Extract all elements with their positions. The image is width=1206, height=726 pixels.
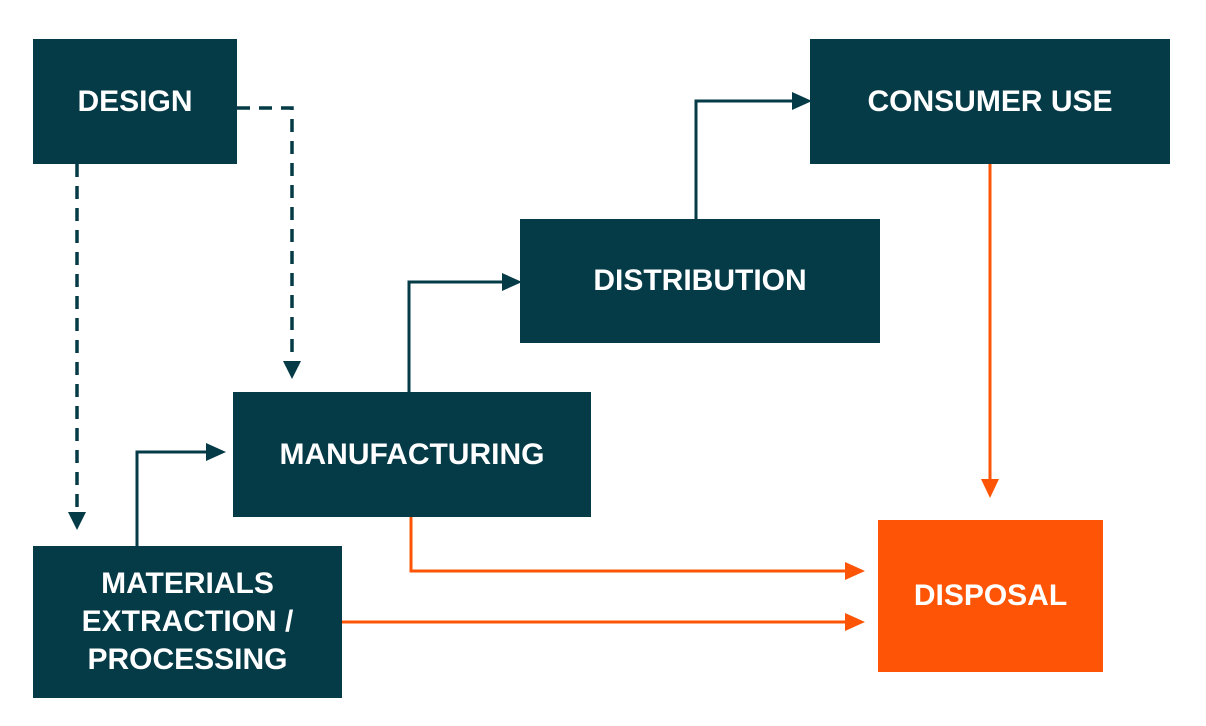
node-consumer-use: CONSUMER USE: [810, 39, 1170, 164]
node-design-label: DESIGN: [77, 84, 193, 118]
node-manufacturing-label: MANUFACTURING: [279, 437, 545, 471]
node-disposal: DISPOSAL: [878, 520, 1103, 672]
arrowhead-consumer-use-to-disposal: [981, 479, 999, 498]
arrowhead-design-to-materials: [68, 512, 86, 530]
edge-materials-to-manufacturing: [135, 450, 207, 546]
node-materials-extraction-processing: MATERIALS EXTRACTION / PROCESSING: [33, 546, 342, 698]
node-consumer-use-label: CONSUMER USE: [867, 84, 1113, 118]
node-materials-label-line-1: MATERIALS: [101, 567, 274, 600]
node-materials-label: MATERIALS EXTRACTION / PROCESSING: [82, 565, 294, 679]
node-distribution: DISTRIBUTION: [520, 219, 880, 343]
arrowhead-manufacturing-to-distribution: [502, 273, 522, 291]
node-materials-label-line-3: PROCESSING: [87, 643, 288, 676]
edge-design-to-manufacturing: [237, 106, 294, 360]
node-distribution-label: DISTRIBUTION: [593, 264, 807, 297]
node-manufacturing: MANUFACTURING: [233, 392, 591, 517]
arrowhead-manufacturing-to-disposal: [845, 562, 865, 580]
edge-manufacturing-to-disposal: [409, 517, 846, 573]
edge-manufacturing-to-distribution: [407, 280, 503, 392]
node-design: DESIGN: [33, 39, 237, 164]
arrowhead-distribution-to-consumer-use: [792, 92, 812, 110]
node-disposal-label: DISPOSAL: [913, 579, 1068, 612]
arrowhead-materials-to-disposal: [845, 613, 865, 631]
arrowhead-materials-to-manufacturing: [206, 443, 226, 461]
node-materials-label-line-2: EXTRACTION /: [81, 605, 294, 638]
arrowhead-design-to-manufacturing: [283, 361, 301, 379]
edge-distribution-to-consumer-use: [694, 99, 793, 219]
